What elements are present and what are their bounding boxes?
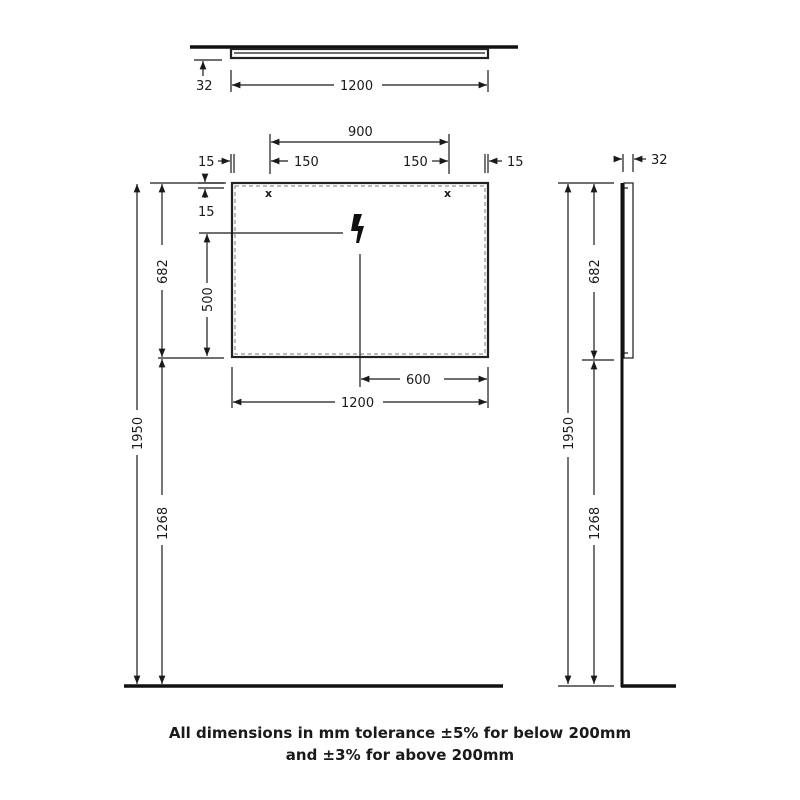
fixing-span-label: 900 <box>348 125 373 140</box>
side-mirror-height-label: 682 <box>588 259 603 284</box>
mirror-side-profile <box>623 182 634 359</box>
mirror-height-label: 682 <box>156 259 171 284</box>
tolerance-note: All dimensions in mm tolerance ±5% for b… <box>0 722 800 766</box>
top-width-label: 1200 <box>340 79 373 94</box>
lightning-bolt-icon <box>351 214 364 243</box>
right-fixing-marker: x <box>444 187 451 200</box>
top-edge-label: 15 <box>198 205 215 220</box>
power-height-label: 500 <box>201 287 216 312</box>
side-depth-label: 32 <box>651 153 668 168</box>
side-total-height-label: 1950 <box>562 417 577 450</box>
tolerance-line-1: All dimensions in mm tolerance ±5% for b… <box>168 724 632 742</box>
side-view: 32 682 1950 1268 <box>558 153 676 688</box>
right-fixing-offset-label: 150 <box>403 155 428 170</box>
mirror-width-label: 1200 <box>341 396 374 411</box>
front-view: 900 150 150 15 15 x x 15 <box>124 125 524 688</box>
side-floor-to-bottom-label: 1268 <box>588 507 603 540</box>
floor-to-bottom-label: 1268 <box>156 507 171 540</box>
left-edge-label: 15 <box>198 155 215 170</box>
power-offset-label: 600 <box>406 373 431 388</box>
right-edge-label: 15 <box>507 155 524 170</box>
top-depth-label: 32 <box>196 79 213 94</box>
mirror-top-profile <box>229 47 490 60</box>
left-fixing-marker: x <box>265 187 272 200</box>
tolerance-line-2: and ±3% for above 200mm <box>285 746 515 764</box>
left-fixing-offset-label: 150 <box>294 155 319 170</box>
top-view: 32 1200 <box>190 45 518 94</box>
total-height-label: 1950 <box>131 417 146 450</box>
